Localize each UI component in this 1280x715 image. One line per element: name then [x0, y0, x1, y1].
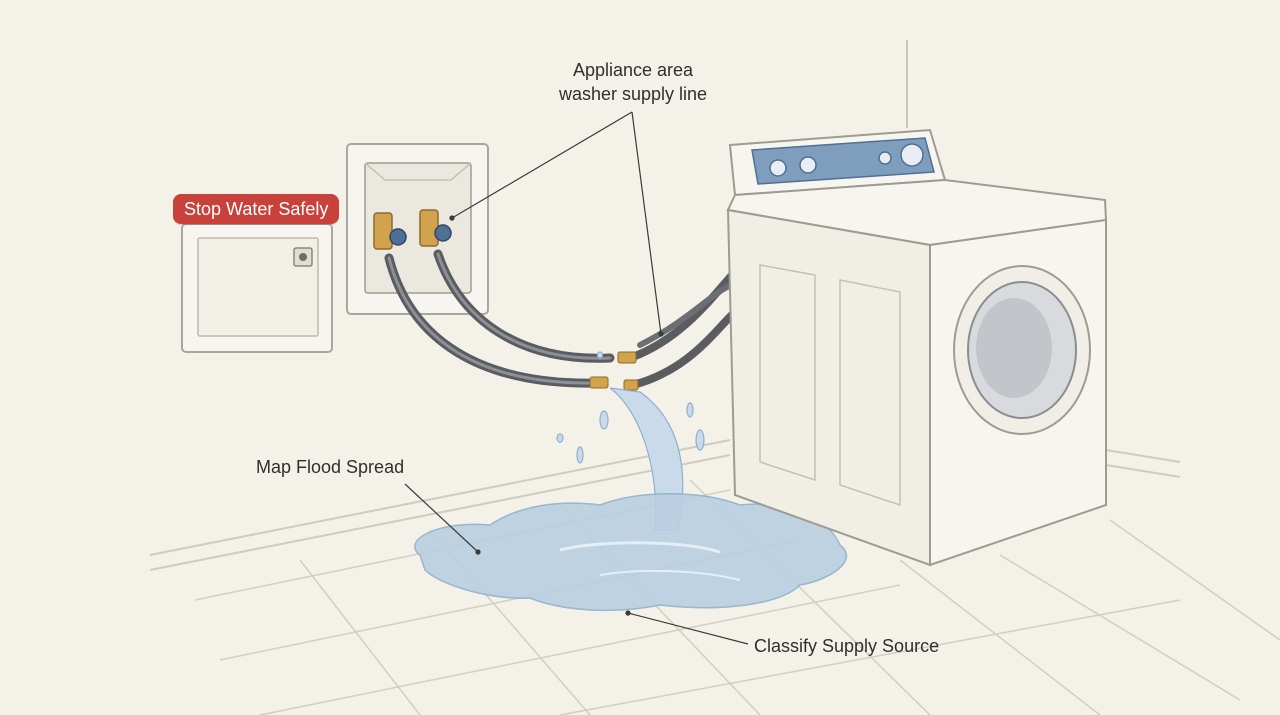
- water-puddle-icon: [414, 493, 848, 612]
- baseboard: [149, 439, 731, 571]
- hose-couplings: [589, 351, 639, 391]
- appliance-supply-label: Appliance area washer supply line: [548, 58, 718, 106]
- appliance-label-line2: washer supply line: [558, 84, 708, 104]
- classify-source-label: Classify Supply Source: [754, 636, 940, 656]
- electrical-panel-icon: [181, 223, 333, 353]
- washing-machine-icon: [726, 128, 1108, 567]
- stop-water-badge: Stop Water Safely: [173, 194, 340, 224]
- appliance-label-line1: Appliance area: [572, 60, 694, 80]
- leader-lines: [404, 111, 749, 645]
- supply-hoses: [384, 249, 739, 389]
- supply-box: [346, 143, 489, 315]
- shutoff-valve-icon: [373, 209, 452, 250]
- baseboard-right: [1105, 449, 1181, 478]
- map-flood-label: Map Flood Spread: [256, 457, 405, 477]
